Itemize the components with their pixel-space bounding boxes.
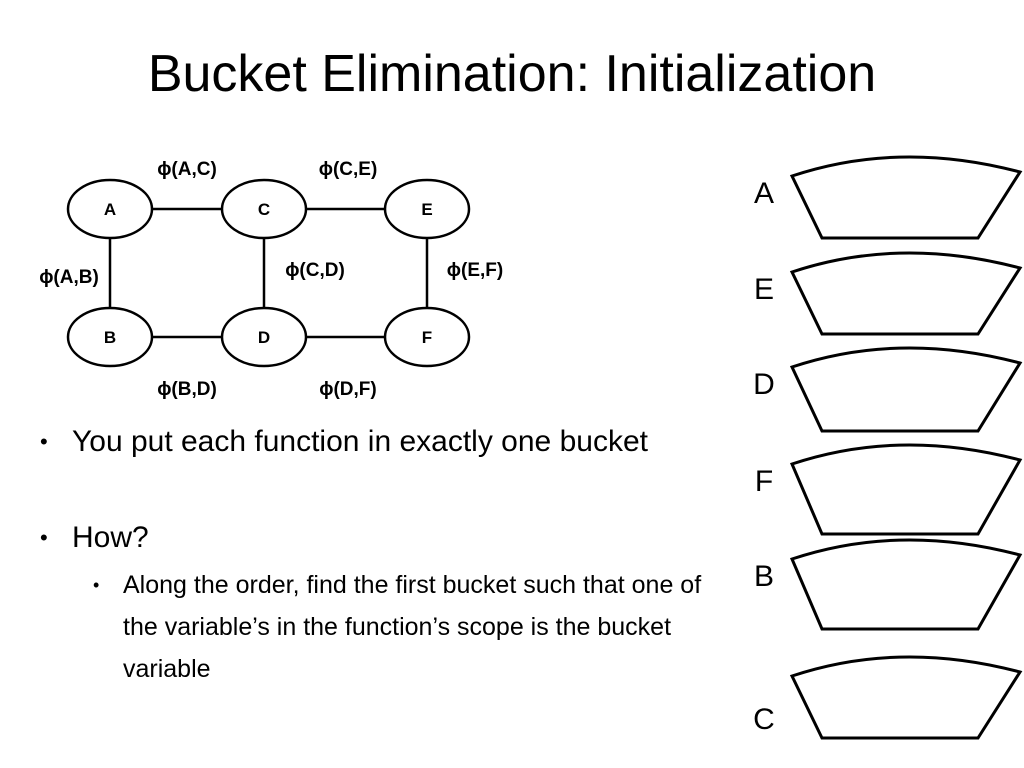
node-f: F [383, 306, 471, 368]
bucket-label: D [753, 368, 775, 401]
bucket-label: A [754, 177, 774, 210]
bucket-label: E [754, 273, 774, 306]
edge-label-c-d: ϕ(C,D) [285, 260, 345, 281]
bucket-f: F [755, 443, 1023, 536]
bullet-text: Along the order, find the first bucket s… [123, 571, 702, 683]
node-e: E [383, 178, 471, 240]
bucket-label: F [755, 465, 773, 498]
edge-label-a-b: ϕ(A,B) [39, 267, 99, 288]
bucket-a: A [754, 155, 1023, 240]
node-c: C [220, 178, 308, 240]
node-label: B [104, 328, 116, 347]
bucket-d: D [753, 346, 1023, 433]
edge-label-a-c: ϕ(A,C) [157, 159, 217, 180]
edge-label-b-d: ϕ(B,D) [157, 379, 217, 400]
bucket-label: B [754, 560, 774, 593]
factor-graph: A C E B D F ϕ(A,C) ϕ(C,E) ϕ(A,B) ϕ(C,D) … [39, 159, 503, 400]
slide-title: Bucket Elimination: Initialization [147, 45, 877, 103]
node-b: B [66, 306, 154, 368]
bullet-dot-icon: • [40, 429, 48, 454]
edge-label-e-f: ϕ(E,F) [447, 260, 503, 281]
node-label: A [104, 200, 116, 219]
bucket-e: E [754, 251, 1023, 336]
node-label: C [258, 200, 270, 219]
node-label: F [422, 328, 432, 347]
edge-label-c-e: ϕ(C,E) [319, 159, 378, 180]
bucket-c: C [753, 655, 1023, 740]
bullet-text: How? [72, 521, 149, 554]
node-label: D [258, 328, 270, 347]
bullet-text: You put each function in exactly one buc… [72, 425, 648, 458]
bucket-b: B [754, 538, 1023, 631]
sub-bullet-item: • Along the order, find the first bucket… [93, 564, 723, 690]
bullet-item: • You put each function in exactly one b… [40, 418, 692, 466]
bullet-dot-icon: • [93, 575, 100, 595]
node-d: D [220, 306, 308, 368]
edge-label-d-f: ϕ(D,F) [319, 379, 377, 400]
bullet-dot-icon: • [40, 525, 48, 550]
bucket-label: C [753, 703, 775, 736]
node-a: A [66, 178, 154, 240]
node-label: E [421, 200, 432, 219]
bullet-item: • How? [40, 514, 692, 562]
